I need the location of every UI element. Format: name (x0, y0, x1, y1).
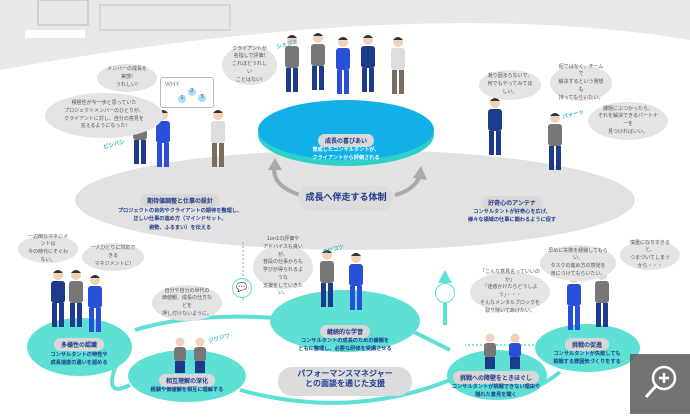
speech-bubble: メンバーの成長を実感! うれしい! (97, 64, 157, 92)
growth-system-text: 成長へ伴走する体制 (305, 193, 387, 203)
diversity-desc: コンサルタントの特性や 成長速度の違いを認める (50, 352, 108, 367)
step-2: 2 (188, 88, 196, 96)
speech-bubble: 一辺倒なマネジメントは 今の時代にそぐわない。 (18, 234, 78, 263)
mutual-title: 相互理解の深化 (158, 374, 216, 387)
why-card: WHY 1 2 3 (160, 77, 214, 108)
challenge-desc: コンサルタントが失敗しても 挑戦する雰囲気づくりをする (553, 351, 621, 366)
speech-bubble: クライアントが 名指しで評価! これほどうれしい ことはない! (222, 45, 277, 85)
speech-bubble: 「こんな意見言っていいのか」 「迷惑かけたらどうしよう」・・・ そんなメンタルブ… (470, 269, 550, 314)
growth-system-label: 成長へ伴走する体制 (298, 185, 394, 211)
seated-person (174, 337, 186, 373)
person-figure (567, 273, 581, 330)
pm-support-line1: パフォーマンスマネジャー (297, 369, 393, 378)
curiosity-title: 好奇心のアンテナ (481, 196, 543, 209)
seated-person (194, 337, 206, 373)
curiosity-desc: コンサルタントが好奇心を広げ、 様々な領域の仕事に関わるように促す (467, 209, 557, 224)
person-figure (211, 110, 225, 167)
seated-person (484, 333, 496, 369)
person-figure (548, 113, 562, 170)
person-figure (336, 37, 350, 94)
person-figure (320, 250, 334, 307)
seated-person (509, 333, 521, 369)
person-figure (361, 35, 375, 92)
speech-bubble: 慎重になりすぎると、 つまづいてしまうから・・・ (620, 240, 680, 270)
barrier-desc: コンサルタントが挑戦できない理由や 隠れた意見を聞く (451, 384, 541, 399)
person-figure (488, 98, 502, 155)
speech-bubble: 個ではなく、チームで 解決するという発想も 持ってもらいたい。 (550, 64, 612, 101)
speech-bubble: 自分や自分の世代の 価値観、成長の仕方などを 押し付けないように。 (152, 285, 222, 321)
mutual-desc: 経験や価値観を相互に理解する (150, 387, 224, 393)
learning-desc: コンサルタントの成長のための課題を ともに整理し、必要な研修を受講させる (298, 338, 392, 353)
joy-desc: 育成したコンサルタントが、 クライアントから評価される (312, 147, 380, 162)
pm-support-label: パフォーマンスマネジャー との面談を通じた支援 (278, 367, 412, 396)
person-figure (349, 253, 363, 310)
person-figure (51, 270, 65, 327)
zoom-in-icon (644, 365, 677, 399)
person-figure (311, 33, 325, 90)
person-figure (156, 110, 170, 167)
expectation-title: 期待値調整と仕事の設計 (139, 194, 221, 207)
speech-bubble: 一人ひとりに対応できる マネジメントに! (82, 243, 144, 271)
learning-title: 継続的な学習 (319, 325, 371, 338)
person-figure (285, 35, 299, 92)
pm-support-line2: との面談を通じた支援 (305, 379, 385, 389)
joy-platform (258, 100, 434, 160)
chat-icon: 💬 (232, 278, 252, 298)
speech-bubble: 1on1の評価や アドバイスも良いが、 普段の仕事からも 学びが得られるような … (253, 236, 313, 296)
barrier-title: 挑戦への障壁をときほぐし (452, 371, 540, 384)
challenge-title: 挑戦の促進 (564, 338, 610, 351)
step-3: 3 (198, 94, 206, 102)
speech-bubble: 早めに失敗を経験してもらい、 タスクの進め方の感覚を 身につけてもらいたい。 (540, 245, 616, 281)
speech-bubble: 凝り固まらないで、 何でもやってみてほしい。 (479, 70, 541, 100)
diversity-title: 多様性の認識 (53, 338, 105, 351)
person-figure (88, 275, 102, 332)
speech-bubble: 積極性が今一歩と思っていた プロジェクトメンバーのひとりが、 クライアントに対し… (45, 93, 163, 138)
joy-title: 成長の喜びあい (317, 134, 375, 147)
step-1: 1 (178, 95, 186, 103)
zoom-in-button[interactable] (630, 354, 690, 414)
growth-chart-icon (435, 283, 455, 303)
why-text: WHY (165, 81, 180, 88)
speech-bubble: 課題にぶつかったら、 それを解決できるパートナーを 見つければいい。 (588, 102, 668, 140)
person-figure (69, 270, 83, 327)
expectation-desc: プロジェクトの目的やクライアントの期待を整理し、 正しい仕事の進め方（マインドセ… (117, 208, 243, 231)
learning-platform (270, 290, 420, 352)
person-figure (391, 37, 405, 94)
